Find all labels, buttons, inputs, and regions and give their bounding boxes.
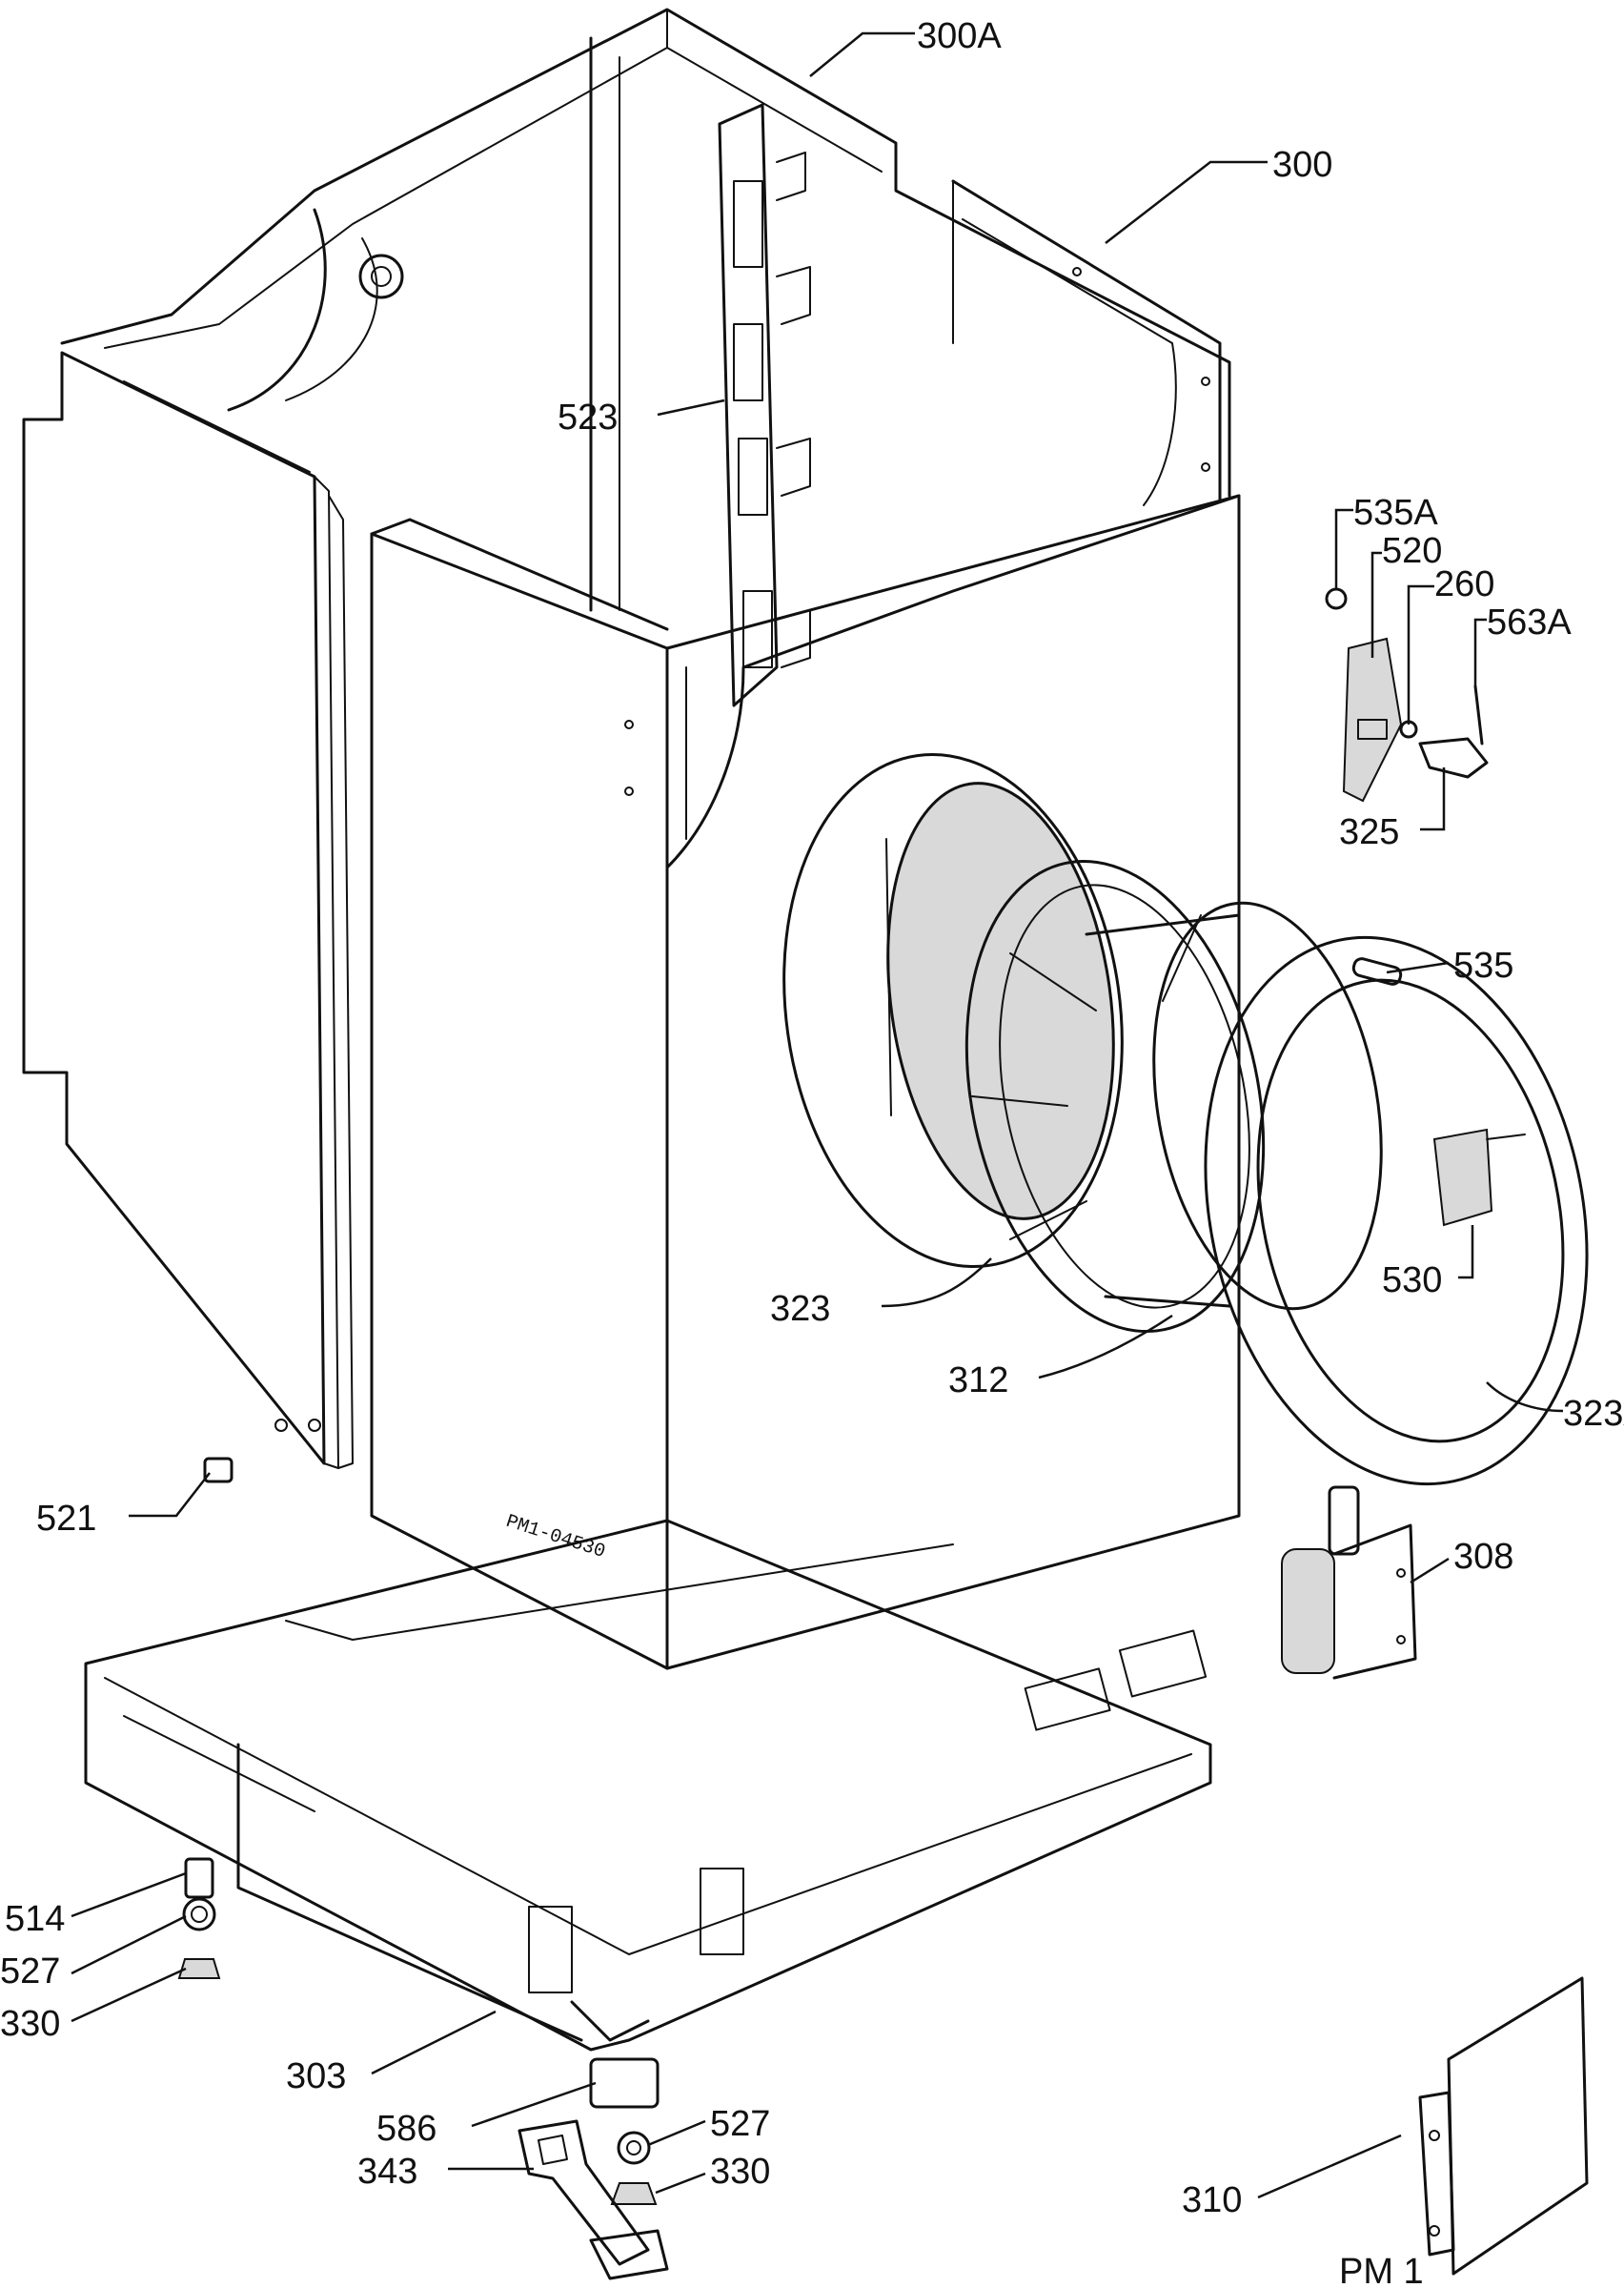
callout-527-right: 527 [710,2104,770,2144]
door-hinge [1281,1485,1417,1680]
callout-312: 312 [948,1360,1008,1400]
callout-521: 521 [36,1499,96,1539]
door-outer-ring [1204,935,1589,1486]
callout-530: 530 [1382,1260,1442,1300]
door-handle [1432,1128,1526,1227]
door-bowl [1085,901,1383,1311]
callout-563A: 563A [1487,603,1572,643]
callout-535A: 535A [1353,493,1438,533]
leader-lines [71,31,1564,2199]
callout-308: 308 [1453,1537,1513,1577]
left-side-panel [22,351,354,1469]
callout-586: 586 [376,2109,436,2149]
callout-520: 520 [1382,531,1442,571]
left-foot-stack [177,1857,221,1979]
hinge-pin [1351,957,1403,986]
callout-310: 310 [1182,2180,1242,2220]
callout-330-right: 330 [710,2152,770,2192]
spanner-tool [518,2119,669,2280]
screw-521 [203,1457,233,1483]
callout-325: 325 [1339,812,1399,852]
callout-300: 300 [1272,145,1332,185]
callout-523: 523 [558,398,618,438]
cabinet-front-body: PM1-04530 [370,494,1241,1670]
footer-code: PM 1 [1339,2252,1424,2288]
callout-260: 260 [1434,564,1494,604]
callout-535: 535 [1453,946,1513,986]
callout-514: 514 [5,1899,65,1939]
callout-343: 343 [357,2152,417,2192]
cabinet-back-frame [60,8,1231,612]
vertical-rail [718,103,811,707]
callout-323: 323 [770,1289,830,1329]
callout-323A: 323A [1563,1394,1624,1434]
right-foot-stack [589,2057,660,2205]
door-hinge-ring [964,859,1266,1334]
callout-303: 303 [286,2056,346,2096]
callout-labels: 300A 300 523 535A 520 260 563A 325 535 5… [0,16,1624,2288]
door-lock-assembly [1325,587,1489,803]
base-frame [84,1519,1212,2052]
callout-300A: 300A [917,16,1002,56]
plinth-cover [1418,1976,1589,2276]
callout-527-left: 527 [0,1951,60,1992]
callout-330-left: 330 [0,2004,60,2044]
cabinet-side-frame [951,179,1222,506]
